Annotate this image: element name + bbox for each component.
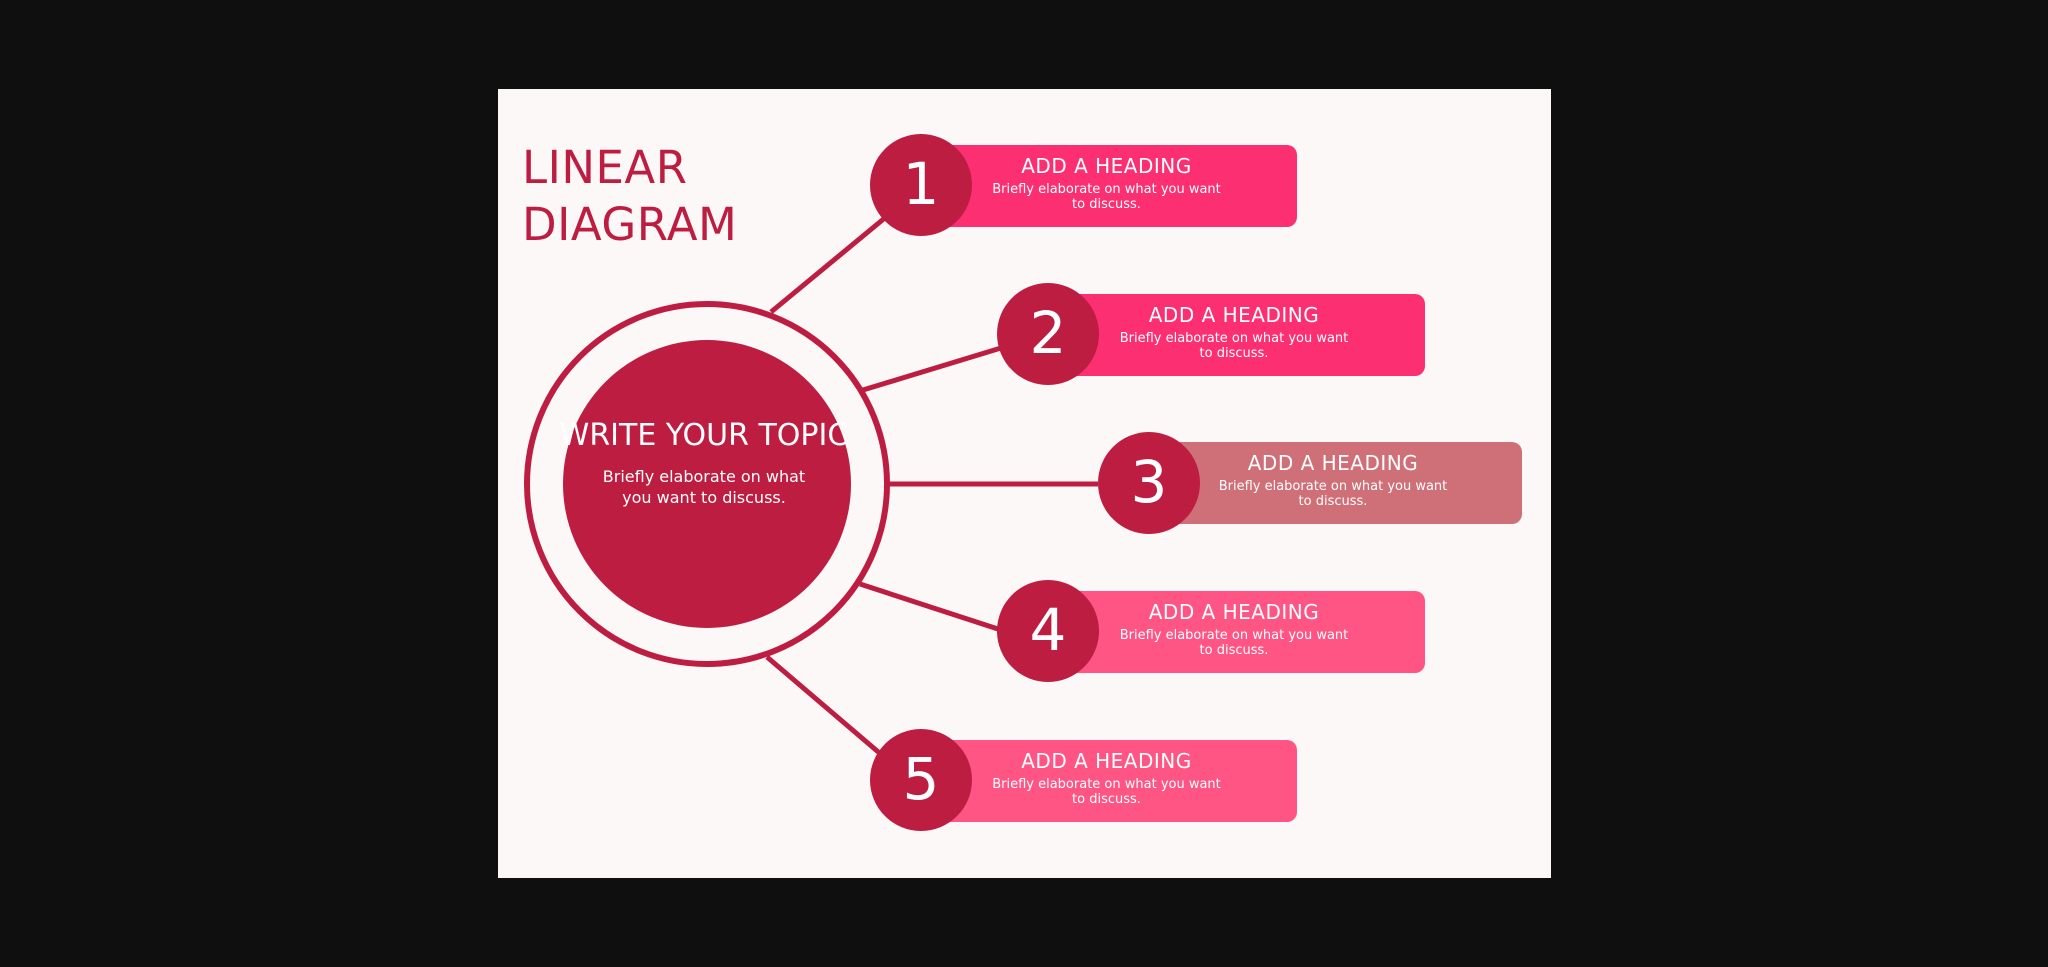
connector-line-1 (769, 215, 888, 314)
topic-inner-circle (563, 340, 851, 628)
step-number-1: 1 (870, 134, 972, 236)
step-body-5: Briefly elaborate on what you want to di… (992, 777, 1221, 807)
title-line-1: LINEAR (522, 141, 688, 194)
step-card-4: ADD A HEADING Briefly elaborate on what … (1043, 591, 1425, 673)
step-card-2: ADD A HEADING Briefly elaborate on what … (1043, 294, 1425, 376)
step-heading-4: ADD A HEADING (1148, 600, 1320, 624)
step-number-2: 2 (997, 283, 1099, 385)
connector-line-5 (765, 655, 885, 758)
connector-line-4 (859, 581, 1002, 633)
topic-body: Briefly elaborate on what you want to di… (602, 467, 806, 507)
slide: LINEAR DIAGRAM WRITE YOUR TOPIC Briefly … (498, 89, 1551, 878)
step-card-3: ADD A HEADING Briefly elaborate on what … (1144, 442, 1522, 524)
step-body-3: Briefly elaborate on what you want to di… (1218, 479, 1448, 509)
step-heading-5: ADD A HEADING (1021, 749, 1192, 773)
step-heading-1: ADD A HEADING (1021, 154, 1192, 178)
step-body-2: Briefly elaborate on what you want to di… (1119, 331, 1349, 361)
topic-heading: WRITE YOUR TOPIC (559, 418, 849, 453)
title-line-2: DIAGRAM (522, 198, 738, 251)
page-title: LINEAR DIAGRAM (522, 139, 737, 253)
connector-layer (524, 215, 1098, 758)
step-heading-3: ADD A HEADING (1247, 451, 1419, 475)
central-topic: WRITE YOUR TOPIC Briefly elaborate on wh… (559, 419, 849, 508)
step-card-5: ADD A HEADING Briefly elaborate on what … (916, 740, 1297, 822)
step-body-4: Briefly elaborate on what you want to di… (1119, 628, 1349, 658)
step-body-1: Briefly elaborate on what you want to di… (992, 182, 1221, 212)
connector-line-2 (862, 345, 1002, 393)
step-number-5: 5 (870, 729, 972, 831)
step-heading-2: ADD A HEADING (1148, 303, 1320, 327)
step-number-3: 3 (1098, 432, 1200, 534)
step-number-4: 4 (997, 580, 1099, 682)
step-card-1: ADD A HEADING Briefly elaborate on what … (916, 145, 1297, 227)
